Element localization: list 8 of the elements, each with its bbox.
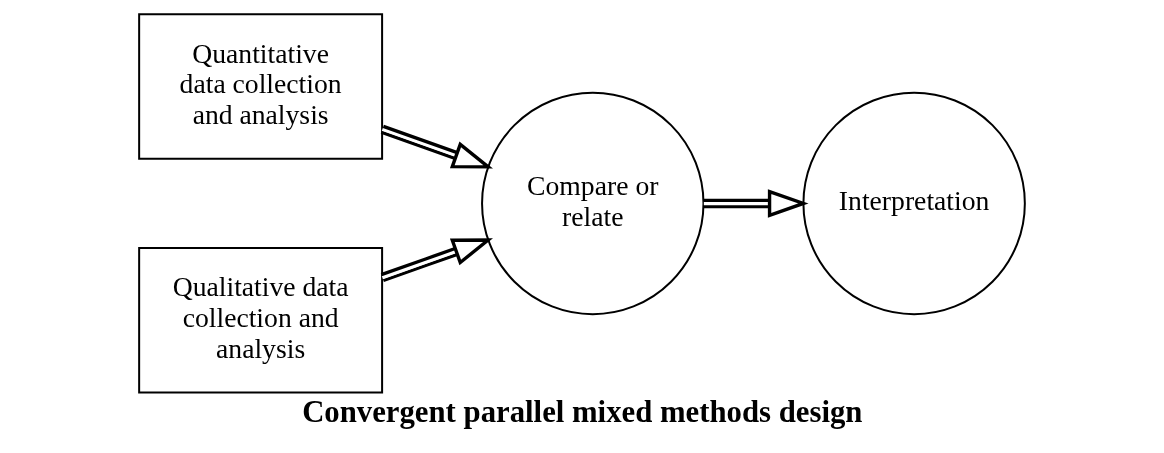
node-circle: Interpretation (802, 91, 1026, 316)
node-box: Quantitative data collection and analysis (138, 13, 384, 160)
arrow (380, 124, 493, 169)
caption: Convergent parallel mixed methods design (302, 394, 863, 429)
node-box: Qualitative data collection and analysis (138, 247, 384, 394)
arrow (703, 189, 809, 218)
node-circle: Compare or relate (481, 91, 705, 316)
arrow (380, 238, 493, 283)
